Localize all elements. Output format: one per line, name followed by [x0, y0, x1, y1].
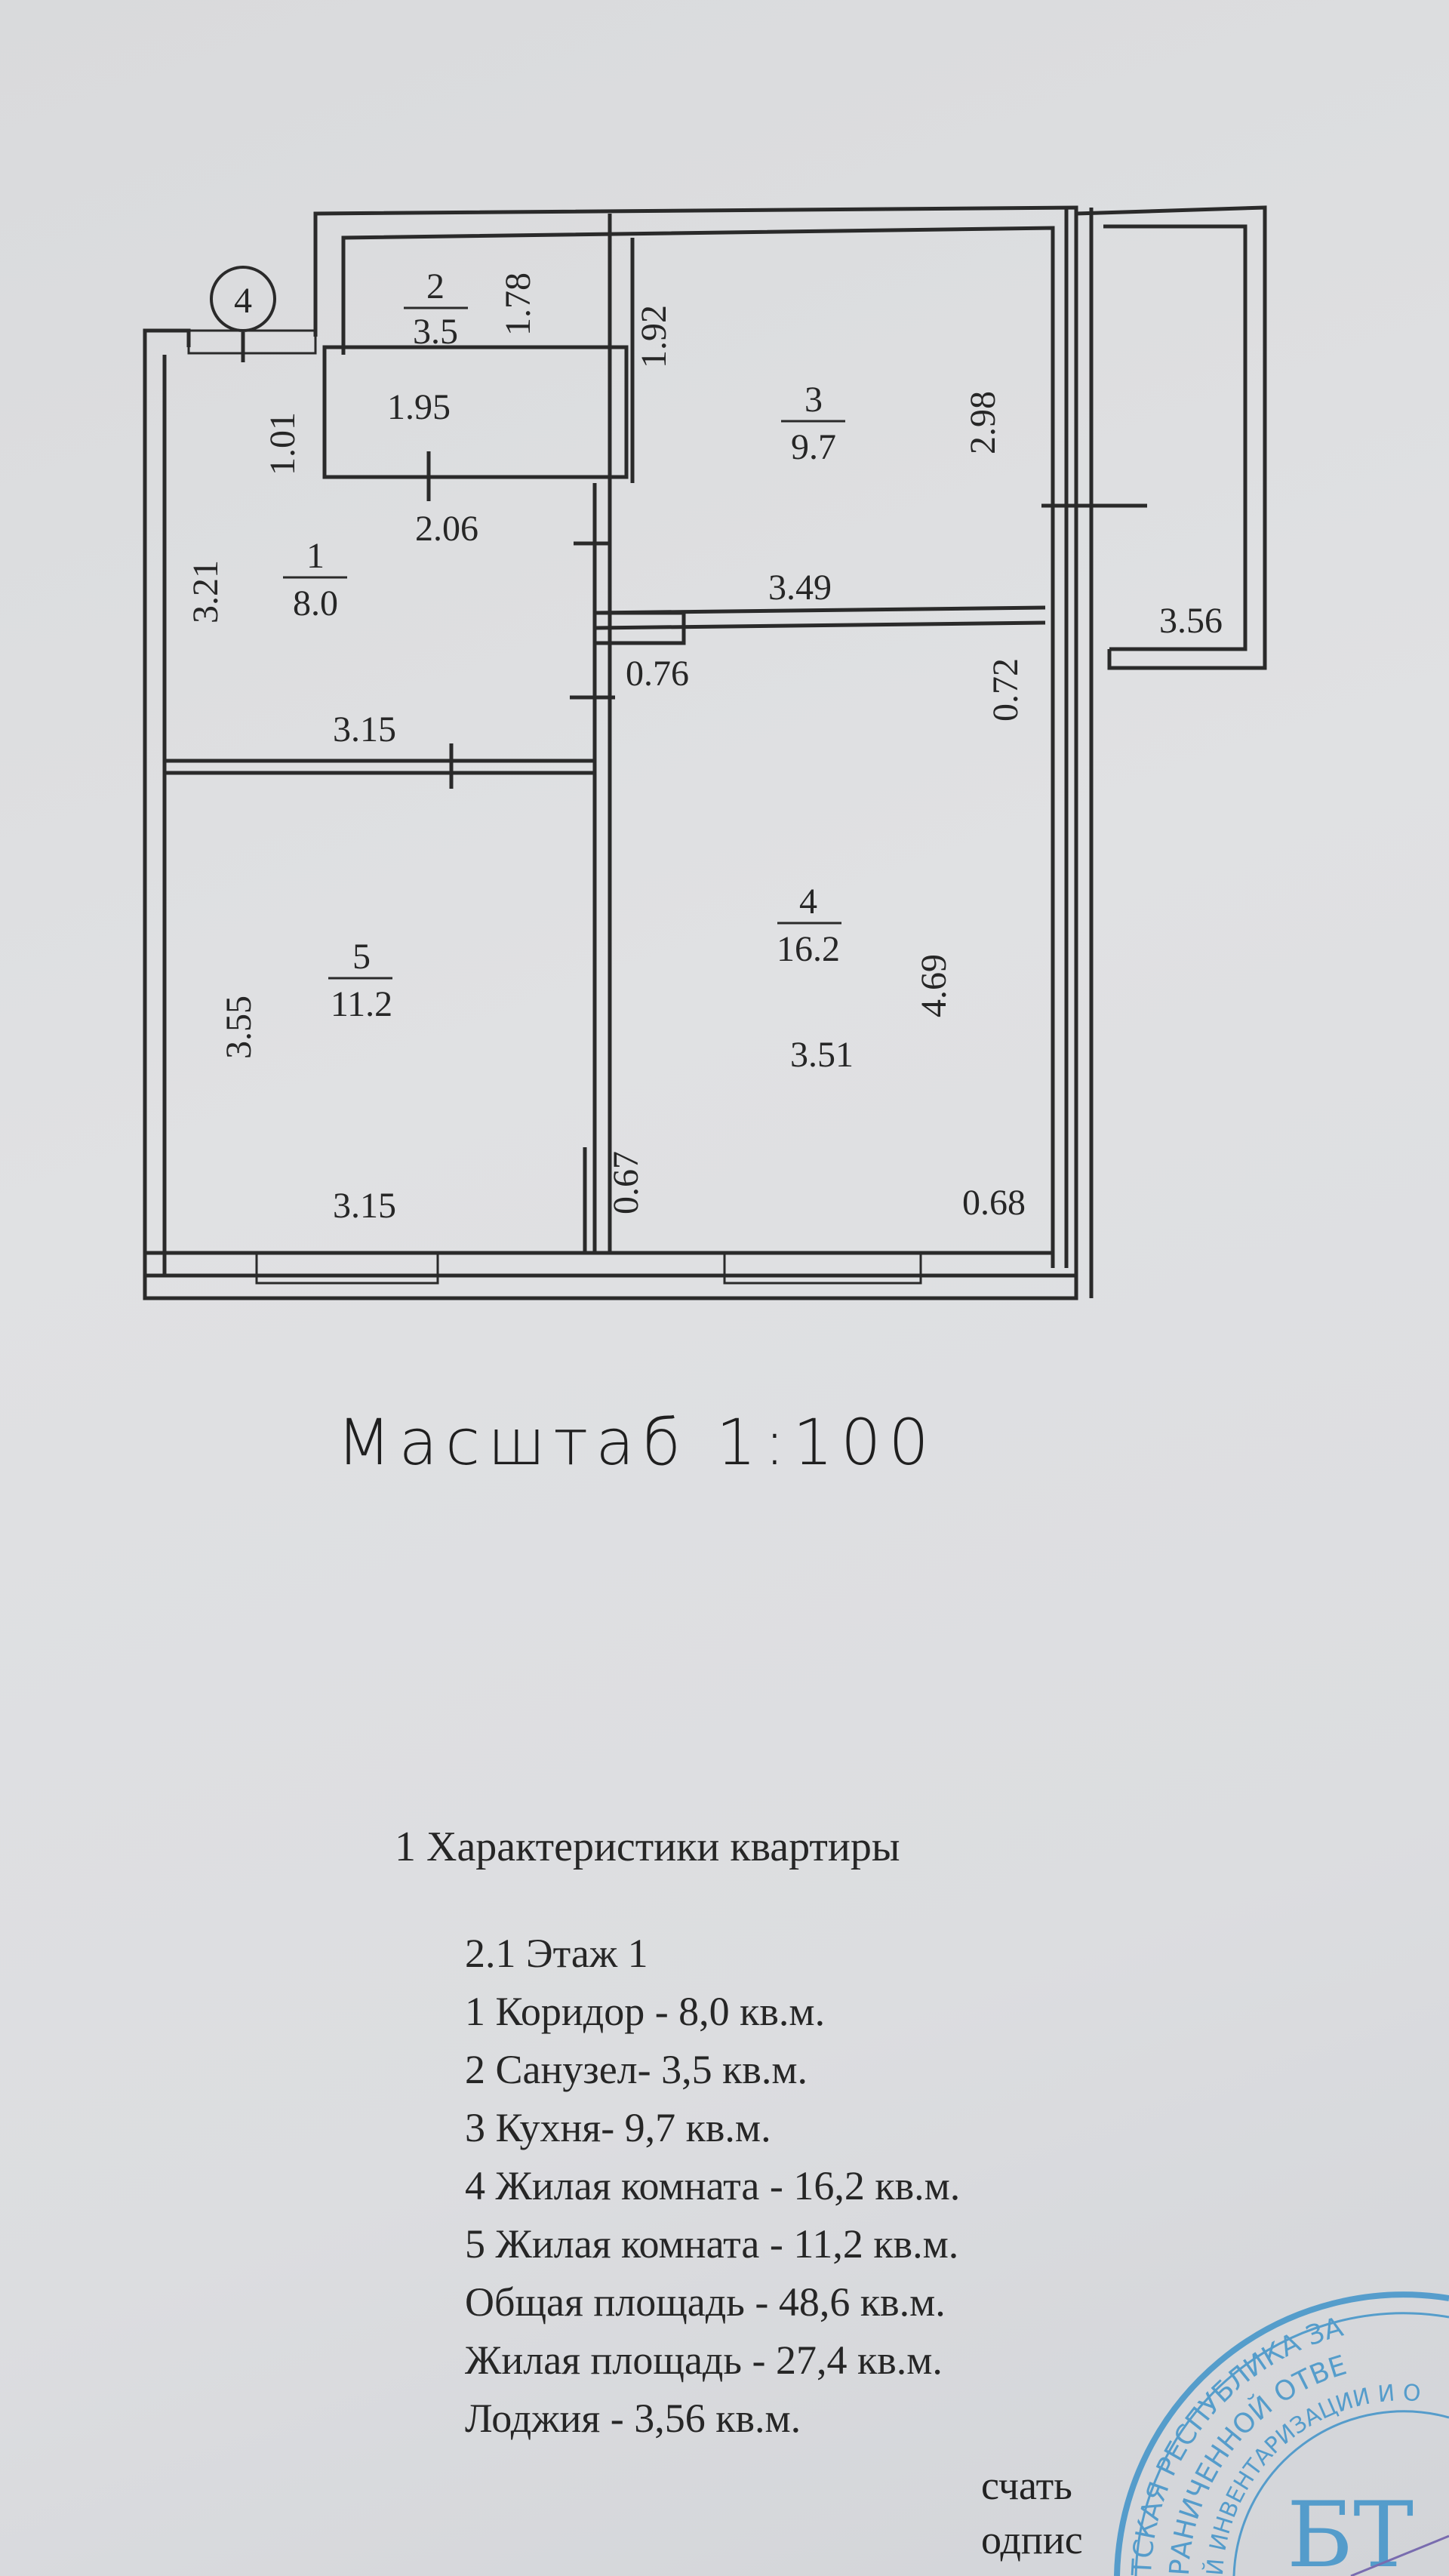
stamp-inner-ring — [1232, 2410, 1449, 2576]
dim: 0.76 — [626, 654, 689, 694]
list-item: 2 Санузел- 3,5 кв.м. — [465, 2047, 808, 2092]
dim: 3.21 — [186, 560, 226, 623]
stamp-ring — [1134, 2312, 1449, 2576]
scale-label: Масштаб 1:100 — [337, 1405, 937, 1479]
stamp: ТСКАЯ РЕСПУБЛИКА ЗА РАНИЧЕННОЙ ОТВЕ Й ИН… — [1114, 2291, 1449, 2576]
partial-text: счать — [981, 2463, 1072, 2508]
dim: 2.98 — [963, 391, 1003, 454]
dim: 0.72 — [986, 658, 1026, 722]
dim: 1.95 — [387, 387, 451, 427]
dim: 1.01 — [263, 412, 303, 475]
axis-marker-circle — [210, 266, 276, 332]
dim: 1.92 — [634, 305, 674, 368]
list-item: 2.1 Этаж 1 — [465, 1931, 648, 1976]
room-4-number: 4 — [799, 882, 817, 922]
list-item: 1 Коридор - 8,0 кв.м. — [465, 1989, 826, 2034]
room-2-area: 3.5 — [413, 312, 458, 352]
partial-text: одпис — [981, 2517, 1083, 2562]
dim: 3.55 — [219, 996, 259, 1059]
list-item: 5 Жилая комната - 11,2 кв.м. — [465, 2221, 959, 2267]
dim: 2.06 — [415, 509, 478, 549]
list-item: Лоджия - 3,56 кв.м. — [465, 2396, 801, 2441]
dim: 3.49 — [768, 568, 832, 608]
room-5-number: 5 — [352, 937, 371, 977]
room-3-area: 9.7 — [791, 427, 836, 467]
list-item: 4 Жилая комната - 16,2 кв.м. — [465, 2163, 961, 2208]
stamp-outer-ring — [1114, 2291, 1449, 2576]
walls — [143, 205, 1267, 1300]
dim: 3.15 — [333, 1186, 396, 1226]
dim: 3.15 — [333, 709, 396, 749]
room-1-area: 8.0 — [293, 583, 338, 623]
list-item: Общая площадь - 48,6 кв.м. — [465, 2279, 946, 2325]
dim: 0.67 — [606, 1151, 646, 1214]
stamp-center-text: БТ — [1287, 2483, 1414, 2576]
room-5-area: 11.2 — [331, 984, 392, 1024]
room-4-area: 16.2 — [777, 929, 840, 969]
list-item: 3 Кухня- 9,7 кв.м. — [465, 2105, 771, 2150]
room-2-number: 2 — [426, 266, 445, 306]
room-3-number: 3 — [804, 380, 823, 420]
axis-marker: 4 — [234, 281, 252, 321]
list-item: Жилая площадь - 27,4 кв.м. — [465, 2337, 943, 2383]
characteristics-list: 2.1 Этаж 1 1 Коридор - 8,0 кв.м. 2 Сануз… — [465, 1925, 960, 2448]
dimensions: 1.78 1.92 1.95 2.98 1.01 2.06 3.21 3.49 … — [186, 272, 1223, 1226]
room-labels: 2 3.5 3 9.7 1 8.0 4 16.2 5 11.2 — [283, 266, 845, 1024]
dim: 3.56 — [1159, 601, 1223, 641]
dim: 3.51 — [790, 1035, 854, 1075]
dim: 0.68 — [962, 1183, 1026, 1223]
dim: 4.69 — [914, 954, 954, 1017]
room-1-number: 1 — [306, 536, 325, 576]
dim: 1.78 — [498, 272, 538, 336]
characteristics-heading: 1 Характеристики квартиры — [395, 1824, 900, 1870]
